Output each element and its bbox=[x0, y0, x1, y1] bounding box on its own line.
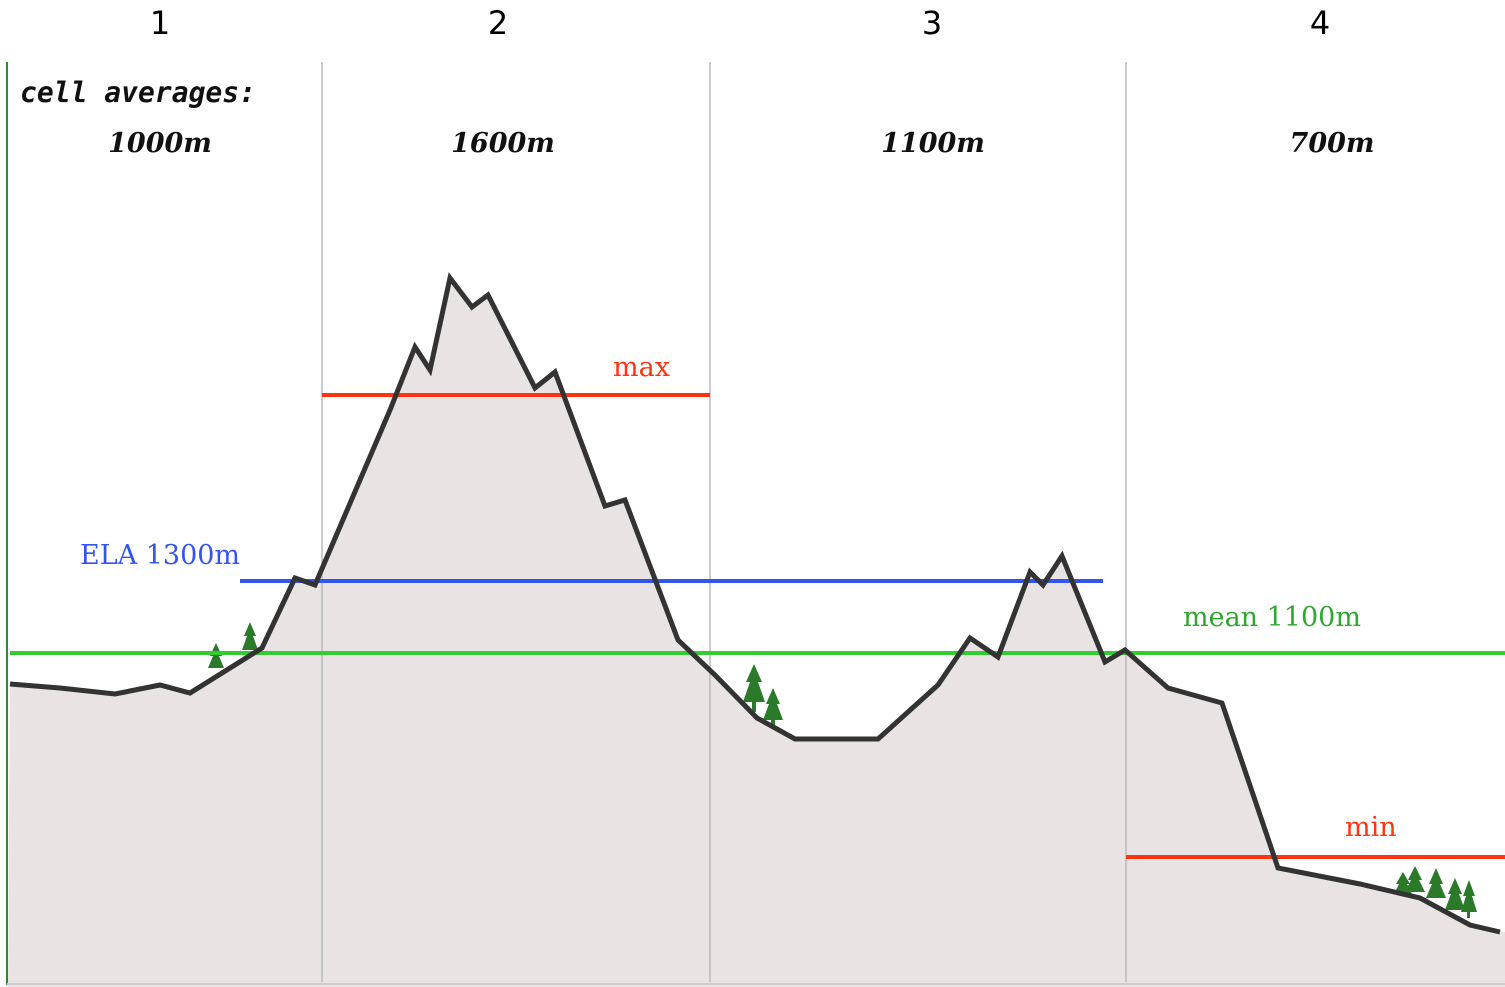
min-label: min bbox=[1345, 812, 1397, 843]
cell-number-3: 3 bbox=[921, 4, 943, 42]
cell-number-4: 4 bbox=[1309, 4, 1331, 42]
terrain-outline bbox=[9, 272, 1501, 935]
mean-label: mean 1100m bbox=[1183, 602, 1361, 633]
tree-icon bbox=[1394, 866, 1477, 918]
max-label: max bbox=[613, 352, 670, 383]
cell-averages-title: cell averages: bbox=[20, 76, 257, 109]
cell-average-3: 1100m bbox=[881, 128, 985, 159]
cell-number-1: 1 bbox=[149, 4, 171, 42]
cell-number-2: 2 bbox=[487, 4, 509, 42]
terrain-fill bbox=[8, 278, 1505, 987]
tree-icon bbox=[208, 622, 258, 668]
cell-average-2: 1600m bbox=[451, 128, 555, 159]
ela-label: ELA 1300m bbox=[80, 540, 241, 571]
cell-average-4: 700m bbox=[1289, 128, 1375, 159]
cell-average-1: 1000m bbox=[108, 128, 212, 159]
